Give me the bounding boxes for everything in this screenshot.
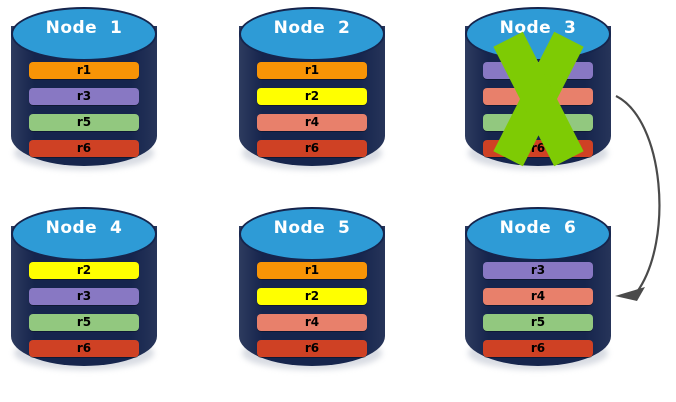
record-bar[interactable]: r3 [29, 288, 139, 305]
record-bar[interactable]: r4 [483, 288, 593, 305]
record-bar[interactable]: r4 [483, 88, 593, 105]
cylinder-top-ellipse [11, 7, 157, 61]
node-4-records: r2 r3 r5 r6 [8, 262, 160, 366]
record-bar[interactable]: r5 [483, 114, 593, 131]
node-3[interactable]: Node 3 r3 r4 r5 r6 [462, 4, 614, 174]
record-bar[interactable]: r4 [257, 314, 367, 331]
record-bar[interactable]: r3 [29, 88, 139, 105]
node-1-records: r1 r3 r5 r6 [8, 62, 160, 166]
node-4[interactable]: Node 4 r2 r3 r5 r6 [8, 204, 160, 374]
node-1-title: Node 1 [45, 18, 123, 38]
record-bar[interactable]: r2 [257, 288, 367, 305]
record-bar[interactable]: r5 [29, 314, 139, 331]
record-bar[interactable]: r1 [257, 262, 367, 279]
node-5-records: r1 r2 r4 r6 [236, 262, 388, 366]
record-bar[interactable]: r4 [257, 114, 367, 131]
node-6[interactable]: Node 6 r3 r4 r5 r6 [462, 204, 614, 374]
record-bar[interactable]: r6 [257, 340, 367, 357]
record-bar[interactable]: r6 [29, 140, 139, 157]
record-bar[interactable]: r1 [29, 62, 139, 79]
record-bar[interactable]: r5 [29, 114, 139, 131]
record-bar[interactable]: r6 [483, 340, 593, 357]
node-6-records: r3 r4 r5 r6 [462, 262, 614, 366]
cylinder-top-ellipse [11, 207, 157, 261]
record-bar[interactable]: r5 [483, 314, 593, 331]
record-bar[interactable]: r2 [257, 88, 367, 105]
node-5[interactable]: Node 5 r1 r2 r4 r6 [236, 204, 388, 374]
node-3-records: r3 r4 r5 r6 [462, 62, 614, 166]
node-4-title: Node 4 [45, 218, 123, 238]
node-2[interactable]: Node 2 r1 r2 r4 r6 [236, 4, 388, 174]
node-1[interactable]: Node 1 r1 r3 r5 r6 [8, 4, 160, 174]
record-bar[interactable]: r3 [483, 62, 593, 79]
record-bar[interactable]: r2 [29, 262, 139, 279]
record-bar[interactable]: r6 [483, 140, 593, 157]
node-3-title: Node 3 [499, 18, 577, 38]
cylinder-top-ellipse [465, 207, 611, 261]
cylinder-top-ellipse [239, 207, 385, 261]
node-2-records: r1 r2 r4 r6 [236, 62, 388, 166]
record-bar[interactable]: r6 [257, 140, 367, 157]
node-6-title: Node 6 [499, 218, 577, 238]
node-5-title: Node 5 [273, 218, 351, 238]
node-2-title: Node 2 [273, 18, 351, 38]
record-bar[interactable]: r6 [29, 340, 139, 357]
record-bar[interactable]: r1 [257, 62, 367, 79]
cylinder-top-ellipse [239, 7, 385, 61]
record-bar[interactable]: r3 [483, 262, 593, 279]
